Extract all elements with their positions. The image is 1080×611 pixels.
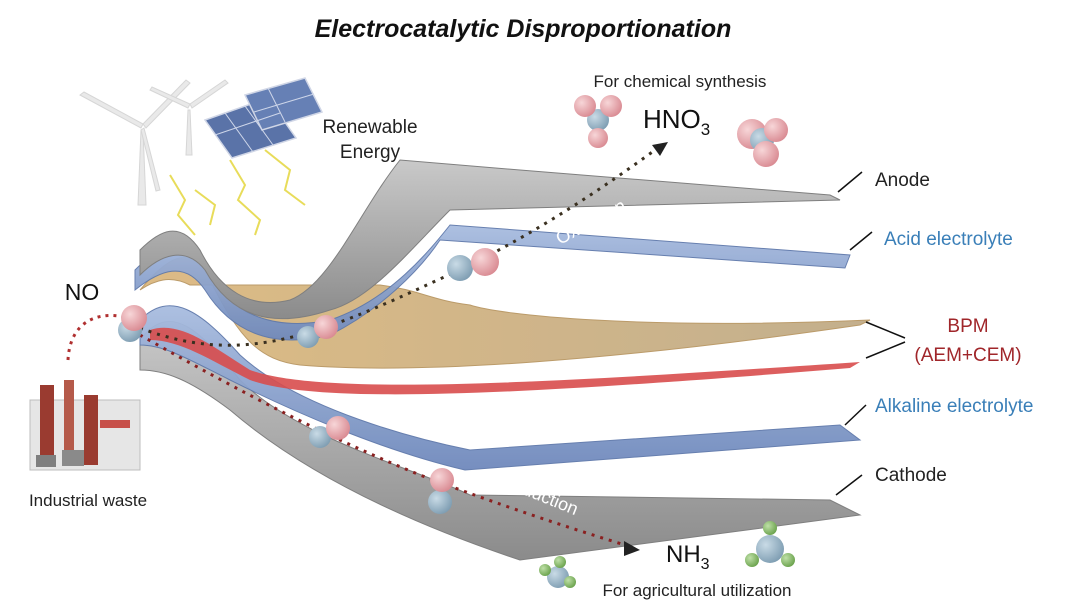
alkaline-label: Alkaline electrolyte <box>875 396 1033 417</box>
wind-turbine-icon <box>79 79 229 206</box>
factory-icon <box>29 380 141 471</box>
molecule-icon <box>574 95 622 148</box>
acid-pointer <box>849 231 873 251</box>
industrial-waste-label: Industrial waste <box>29 491 147 510</box>
molecule-icon <box>745 521 795 567</box>
hno3-label: HNO3 <box>643 104 710 139</box>
diagram-title: Electrocatalytic Disproportionation <box>315 15 732 43</box>
no-emission-path <box>66 313 129 361</box>
cem-membrane <box>150 327 860 395</box>
reduction-path <box>139 333 626 547</box>
molecule-icon <box>428 468 454 514</box>
acid-label: Acid electrolyte <box>884 229 1013 250</box>
alkaline-pointer <box>844 404 867 426</box>
no-label: NO <box>65 279 100 305</box>
cathode-label: Cathode <box>875 465 947 486</box>
anode-pointer <box>837 171 863 193</box>
renewable-label-line2: Energy <box>340 142 401 163</box>
oxidation-path <box>139 148 656 347</box>
molecule-icon <box>118 305 147 342</box>
anode-label: Anode <box>875 170 930 191</box>
cathode-pointer <box>835 474 863 496</box>
nh3-label: NH3 <box>666 541 710 573</box>
molecule-icon <box>737 118 788 167</box>
reduction-arrowhead <box>624 541 640 556</box>
lightning-icon <box>169 149 306 236</box>
anode-sheet <box>139 159 841 320</box>
oxidation-arrowhead <box>652 142 668 156</box>
molecule-icon <box>447 248 499 281</box>
molecule-icon <box>539 556 576 588</box>
chem-synthesis-label: For chemical synthesis <box>594 72 767 91</box>
bpm-label-line1: BPM <box>947 316 988 337</box>
molecule-icon <box>297 315 338 348</box>
bpm-label-line2: (AEM+CEM) <box>914 345 1021 366</box>
agri-label: For agricultural utilization <box>603 581 792 600</box>
renewable-label-line1: Renewable <box>322 117 417 138</box>
molecule-icon <box>309 416 350 448</box>
solar-panel-icon <box>203 77 324 159</box>
bpm-pointer-bottom <box>865 341 906 359</box>
bpm-pointer-top <box>865 321 906 339</box>
